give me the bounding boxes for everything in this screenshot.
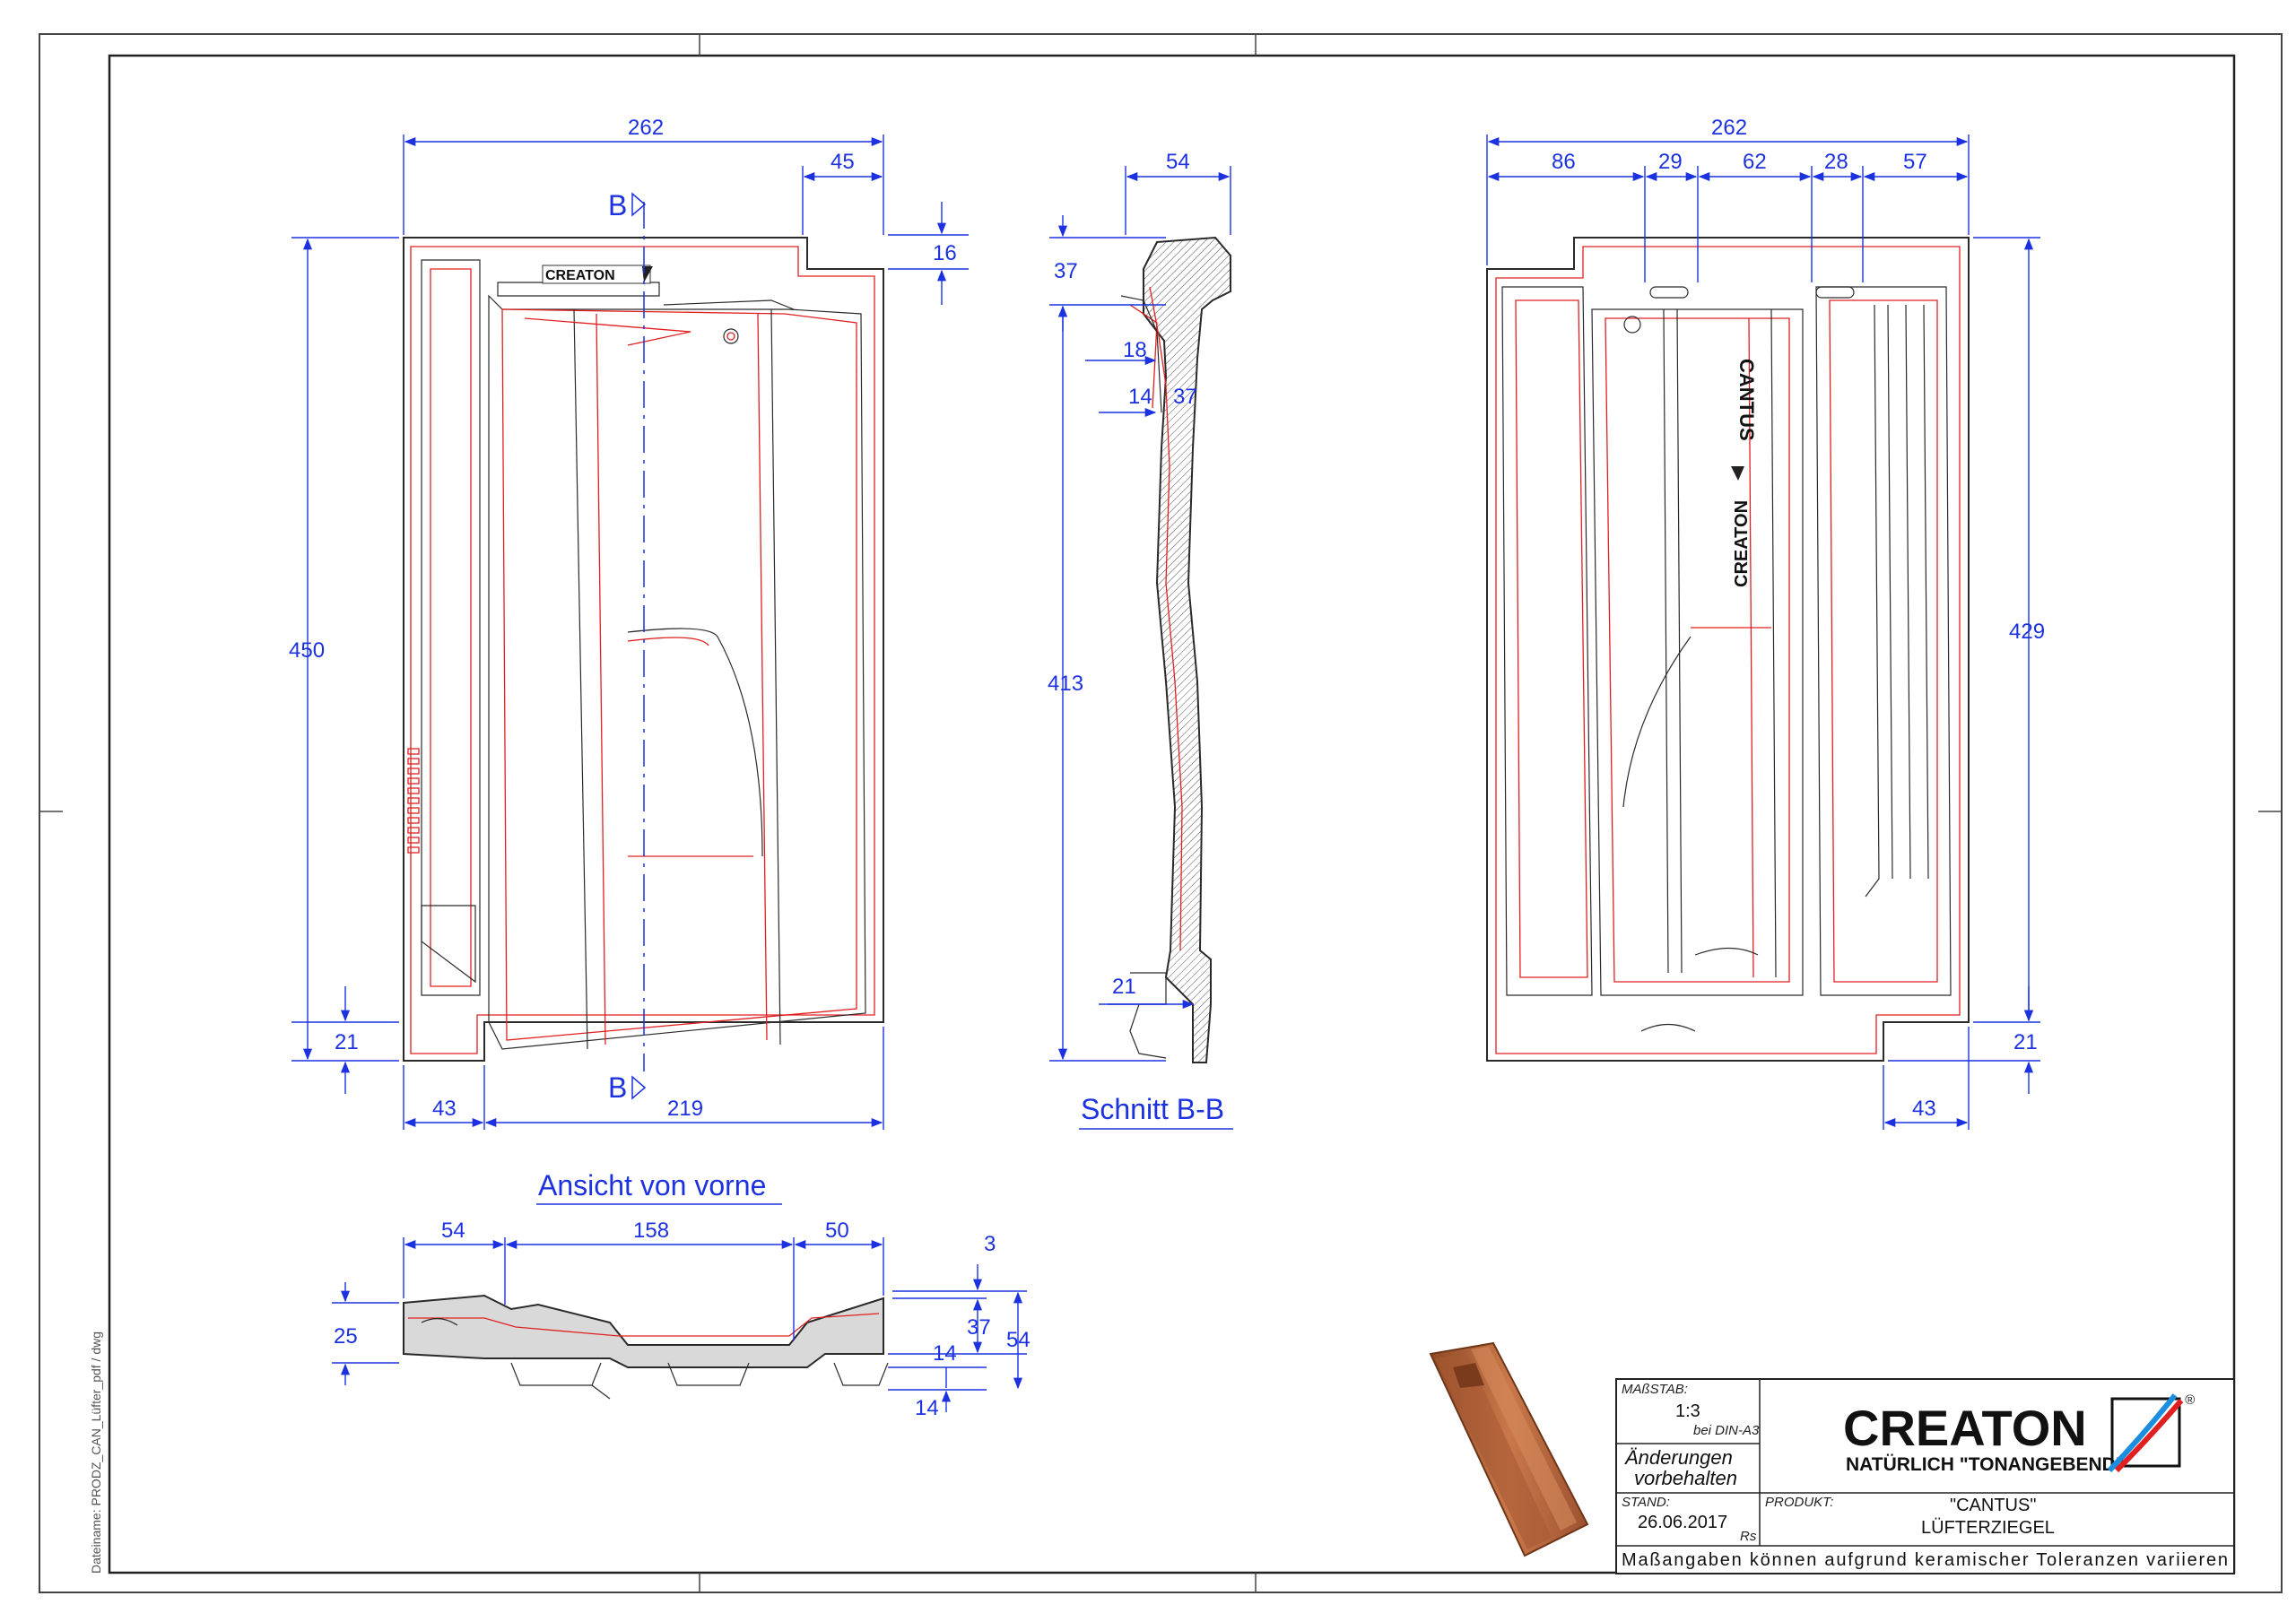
dim-front-height: 450 <box>289 638 325 663</box>
dim-front-21: 21 <box>335 1030 359 1054</box>
changes-line-1: Änderungen <box>1624 1446 1733 1469</box>
date-value: 26.06.2017 <box>1638 1513 1727 1532</box>
back-view-dimensions: 262 86 29 62 28 57 429 21 43 <box>1486 116 2045 1130</box>
tolerance-footer: Maßangaben können aufgrund keramischer T… <box>1622 1550 2228 1570</box>
dim-back-43: 43 <box>1912 1097 1936 1121</box>
tile-product-image <box>1429 1341 1589 1557</box>
dim-end-14b: 14 <box>915 1396 939 1420</box>
product-label: PRODUKT: <box>1765 1495 1833 1510</box>
dim-end-3: 3 <box>984 1232 996 1256</box>
back-model-text: CANTUS <box>1735 359 1758 441</box>
end-view-dimensions: 54 158 50 25 3 37 54 14 14 <box>332 1219 1031 1420</box>
dim-back-57: 57 <box>1903 150 1927 174</box>
front-vent-slots <box>407 748 420 854</box>
scale-value: 1:3 <box>1675 1401 1700 1421</box>
dim-section-37a: 37 <box>1054 259 1078 283</box>
front-view-drawing: CREATON B B <box>403 189 884 1104</box>
back-view-drawing: CANTUS CREATON <box>1486 237 1970 1062</box>
changes-line-2: vorbehalten <box>1634 1467 1737 1489</box>
scale-sub: bei DIN-A3 <box>1693 1423 1760 1438</box>
dim-front-43: 43 <box>432 1097 457 1121</box>
sheet-frame <box>39 33 2283 1593</box>
section-view-dimensions: 54 37 18 14 37 413 21 <box>1048 150 1231 1062</box>
dim-section-37b: 37 <box>1173 385 1197 409</box>
section-marker-top: B <box>608 189 627 221</box>
dim-section-54: 54 <box>1166 150 1190 174</box>
dim-end-37: 37 <box>967 1315 991 1340</box>
author-value: Rs <box>1740 1529 1757 1544</box>
dim-back-429: 429 <box>2009 620 2045 644</box>
registered-mark: ® <box>2185 1392 2196 1408</box>
dim-front-top: 262 <box>628 116 664 140</box>
back-logo-text: CREATON <box>1732 500 1752 587</box>
front-view-title: Ansicht von vorne <box>538 1169 766 1201</box>
filename-label: Dateiname: PRODZ_CAN_Lüfter_pdf / dwg <box>89 1331 103 1574</box>
dim-back-62: 62 <box>1743 150 1767 174</box>
dim-section-14: 14 <box>1128 385 1152 409</box>
dim-section-21: 21 <box>1112 975 1136 999</box>
title-block: MAßSTAB: 1:3 bei DIN-A3 Änderungen vorbe… <box>1615 1378 2235 1574</box>
product-type: LÜFTERZIEGEL <box>1921 1518 2055 1538</box>
dim-back-86: 86 <box>1552 150 1576 174</box>
company-logo-mark <box>2107 1393 2184 1473</box>
front-view-dimensions: 262 45 16 450 21 43 219 <box>289 116 969 1130</box>
product-name: "CANTUS" <box>1950 1496 2036 1515</box>
dim-end-54b: 54 <box>1006 1328 1031 1352</box>
dim-back-21: 21 <box>2013 1030 2038 1054</box>
dim-end-158: 158 <box>633 1219 669 1243</box>
dim-end-14a: 14 <box>933 1341 957 1366</box>
company-slogan: NATÜRLICH "TONANGEBEND" <box>1846 1454 2125 1475</box>
dim-section-18: 18 <box>1123 338 1147 362</box>
end-view-drawing <box>403 1294 889 1400</box>
dim-front-step: 16 <box>933 241 957 265</box>
dim-back-28: 28 <box>1824 150 1848 174</box>
dim-front-219: 219 <box>667 1097 703 1121</box>
dim-end-50: 50 <box>825 1219 849 1243</box>
front-logo-text: CREATON <box>545 268 615 283</box>
dim-end-25: 25 <box>334 1324 358 1349</box>
scale-label: MAßSTAB: <box>1622 1382 1688 1397</box>
section-marker-bottom: B <box>608 1071 627 1104</box>
dim-end-54: 54 <box>441 1219 465 1243</box>
dim-back-29: 29 <box>1658 150 1683 174</box>
company-logo-text: CREATON <box>1843 1400 2087 1456</box>
dim-back-262: 262 <box>1711 116 1747 140</box>
dim-front-right: 45 <box>831 150 855 174</box>
dim-section-413: 413 <box>1048 672 1083 696</box>
section-view-title: Schnitt B-B <box>1081 1093 1224 1125</box>
stand-label: STAND: <box>1622 1495 1670 1510</box>
